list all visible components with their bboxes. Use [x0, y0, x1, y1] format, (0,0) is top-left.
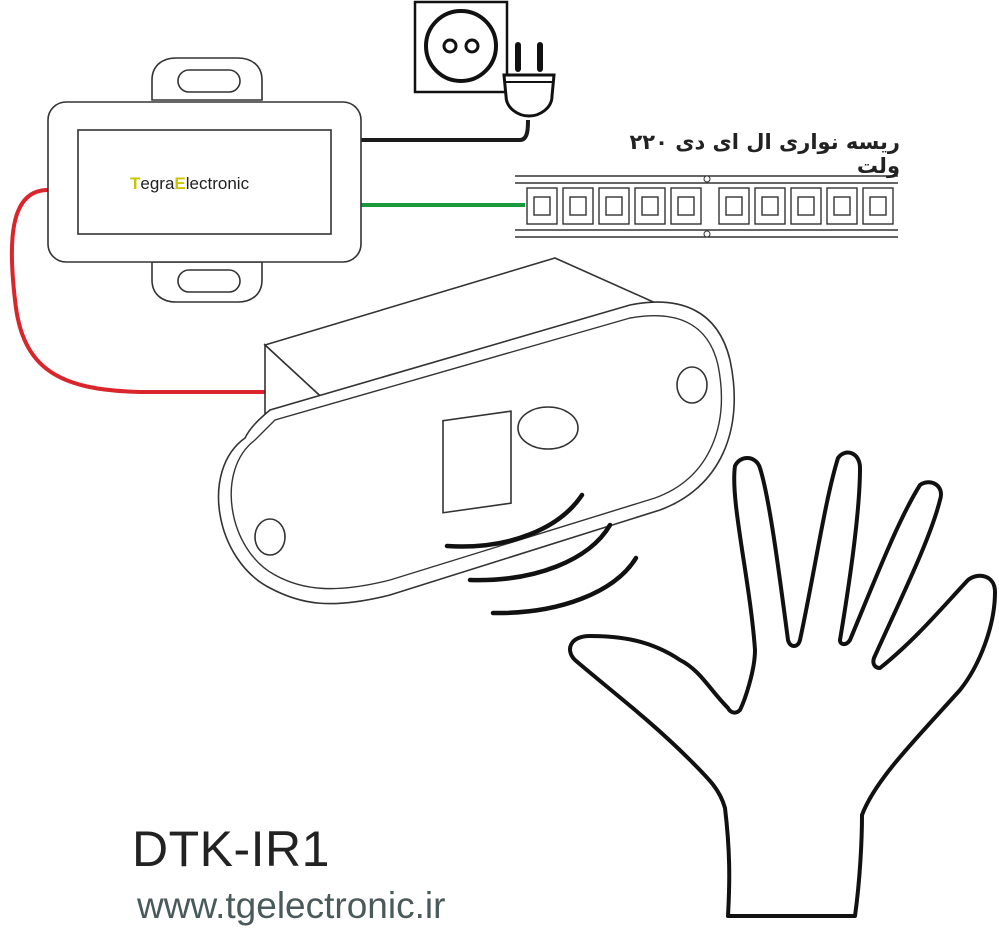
controller-box: [47, 57, 362, 303]
ir-sensor-device: [217, 257, 736, 605]
led-chip-emitter: [725, 196, 743, 216]
black-wire: [360, 119, 530, 142]
led-strip-label: ریسه نواری ال ای دی ۲۲۰ ولت: [629, 130, 900, 178]
led-chip-emitter: [833, 196, 851, 216]
wall-socket-icon: [413, 0, 509, 94]
led-chip-emitter: [641, 196, 659, 216]
power-plug-icon: [502, 42, 556, 118]
red-wire: [9, 188, 268, 394]
model-title: DTK-IR1: [132, 821, 330, 877]
led-chip-emitter: [761, 196, 779, 216]
brand-logo-text: TegraElectronic: [130, 174, 250, 193]
led-chip-emitter: [605, 196, 623, 216]
website-link[interactable]: www.tgelectronic.ir: [137, 885, 446, 926]
led-chip-emitter: [869, 196, 887, 216]
hand-icon: [568, 450, 997, 918]
led-chip: [718, 187, 750, 225]
led-chip-emitter: [677, 196, 695, 216]
led-strip: [515, 175, 898, 238]
led-chip-emitter: [569, 196, 587, 216]
led-chip-emitter: [533, 196, 551, 216]
led-chip-emitter: [797, 196, 815, 216]
ir-signal-waves: [444, 492, 639, 616]
